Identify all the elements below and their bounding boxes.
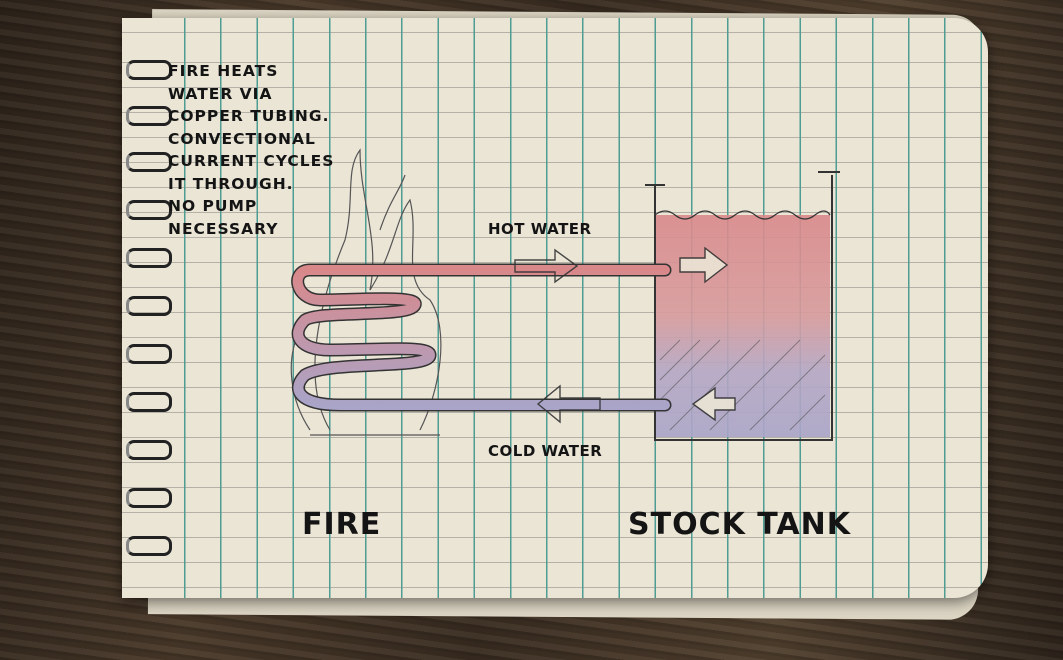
note-line: CURRENT CYCLES [168,152,335,170]
cold-water-label: COLD WATER [488,442,603,460]
note-line: COPPER TUBING. [168,107,330,125]
note-line: WATER VIA [168,84,273,103]
note-line: FIRE HEATS [168,62,279,80]
hot-arrow-icon [514,246,729,284]
note-line: CONVECTIONAL [168,129,316,148]
note-line: NECESSARY [168,219,279,238]
hot-water-label: HOT WATER [488,220,592,238]
copper-tubing [291,263,672,412]
stock-tank-label: STOCK TANK [628,507,851,542]
note-line: IT THROUGH. [168,174,294,193]
notebook-page [122,18,988,598]
explanation-note: FIRE HEATS WATER VIA COPPER TUBING. CONV… [168,60,334,240]
note-line: NO PUMP [168,197,258,215]
fire-label: FIRE [302,507,382,542]
cold-arrow-icon [536,384,736,424]
stock-tank [645,171,840,441]
